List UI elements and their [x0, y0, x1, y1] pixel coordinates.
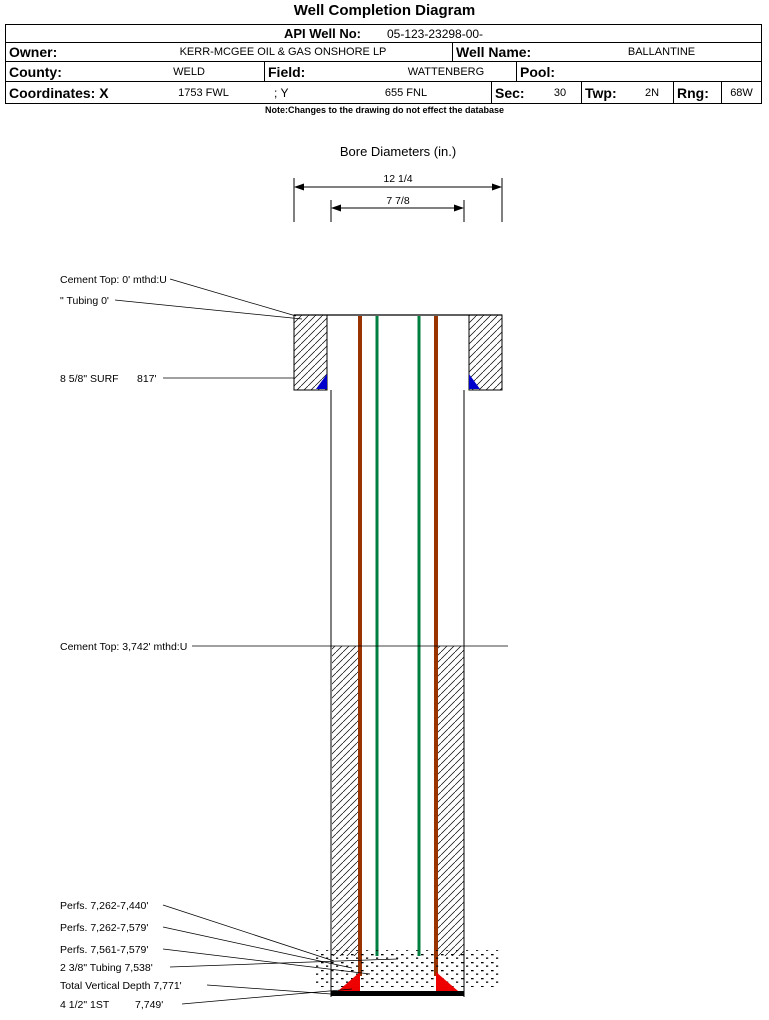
sec-label: Sec: [491, 82, 539, 103]
coordinate-y-value: 655 FNL [384, 86, 428, 99]
tubing-top-label: " Tubing 0' [60, 295, 109, 307]
coordinate-y-label: ; Y [274, 85, 289, 100]
surface-casing-label: 8 5/8" SURF [60, 373, 119, 385]
leader-production-casing [181, 988, 353, 1005]
well-name-label: Well Name: [452, 43, 562, 61]
rng-label: Rng: [673, 82, 721, 103]
bridge-plug-left [338, 972, 360, 991]
leader-perfs-3 [162, 948, 371, 975]
production-casing-label: 4 1/2" 1ST [60, 999, 110, 1011]
cement-top-production-label: Cement Top: 3,742' mthd:U [60, 641, 187, 653]
pool-label: Pool: [516, 62, 761, 81]
leader-tubing-top [114, 299, 303, 320]
header-row-coordinates: Coordinates: X 1753 FWL ; Y 655 FNL Sec:… [6, 82, 761, 103]
well-header-table: API Well No: 05-123-23298-00- Owner: KER… [5, 24, 762, 104]
perforation-zone [315, 950, 499, 987]
arrow-left-icon [294, 183, 304, 191]
page-title: Well Completion Diagram [293, 2, 476, 19]
header-row-county: County: WELD Field: WATTENBERG Pool: [6, 62, 761, 82]
api-well-no-label: API Well No: [283, 26, 361, 41]
bridge-plug-right [436, 972, 458, 991]
outer-dimension-label: 12 1/4 [383, 173, 412, 185]
api-well-no-value: 05-123-23298-00- [386, 26, 484, 41]
perfs-1-label: Perfs. 7,262-7,440' [60, 900, 148, 912]
arrow-right-icon [454, 204, 464, 212]
leader-perfs-2 [162, 926, 353, 969]
coordinates-label: Coordinates: X [9, 84, 109, 101]
field-value: WATTENBERG [407, 65, 485, 78]
county-value: WELD [173, 65, 205, 78]
production-casing-depth: 7,749' [135, 999, 163, 1011]
outer-bore-dimension: 12 1/4 [293, 173, 503, 222]
bore-diameters-title: Bore Diameters (in.) [340, 144, 456, 159]
leader-perfs-1 [162, 904, 335, 962]
casing-shoe-right [469, 374, 480, 389]
twp-label: Twp: [581, 82, 631, 103]
county-label: County: [9, 63, 62, 80]
tubing-depth-label: 2 3/8" Tubing 7,538' [60, 962, 153, 974]
inner-dimension-label: 7 7/8 [386, 195, 410, 207]
casing-shoe-left [316, 374, 327, 389]
leader-cement-top-surface [169, 278, 297, 317]
field-label: Field: [264, 62, 376, 81]
rng-value: 68W [721, 82, 761, 103]
wellbore-schematic [192, 314, 508, 997]
tvd-label: Total Vertical Depth 7,771' [60, 980, 182, 992]
cement-top-surface-label: Cement Top: 0' mthd:U [60, 274, 167, 286]
arrow-left-icon [331, 204, 341, 212]
well-name-value: BALLANTINE [627, 46, 696, 58]
arrow-right-icon [492, 183, 502, 191]
leader-tubing-depth [169, 958, 399, 968]
header-row-api: API Well No: 05-123-23298-00- [6, 25, 761, 43]
surface-casing-cement-left [293, 314, 328, 391]
coordinate-x-value: 1753 FWL [178, 86, 229, 99]
database-note: Note:Changes to the drawing do not effec… [264, 105, 505, 115]
inner-bore-dimension: 7 7/8 [330, 195, 465, 222]
header-row-owner: Owner: KERR-MCGEE OIL & GAS ONSHORE LP W… [6, 43, 761, 62]
well-bottom-bar [331, 991, 464, 996]
production-cement-left [332, 646, 358, 956]
surface-casing-cement-right [468, 314, 503, 391]
perfs-3-label: Perfs. 7,561-7,579' [60, 944, 148, 956]
owner-label: Owner: [9, 44, 58, 60]
surface-casing-depth: 817' [137, 373, 157, 385]
sec-value: 30 [553, 86, 567, 99]
well-diagram: Bore Diameters (in.) 12 1/4 7 7/8 [60, 144, 508, 1011]
production-cement-right [438, 646, 464, 956]
leader-lines [114, 278, 399, 1005]
owner-value: KERR-MCGEE OIL & GAS ONSHORE LP [179, 46, 387, 58]
twp-value: 2N [644, 86, 660, 99]
perfs-2-label: Perfs. 7,262-7,579' [60, 922, 148, 934]
annotation-labels: Cement Top: 0' mthd:U " Tubing 0' 8 5/8"… [60, 274, 187, 1011]
